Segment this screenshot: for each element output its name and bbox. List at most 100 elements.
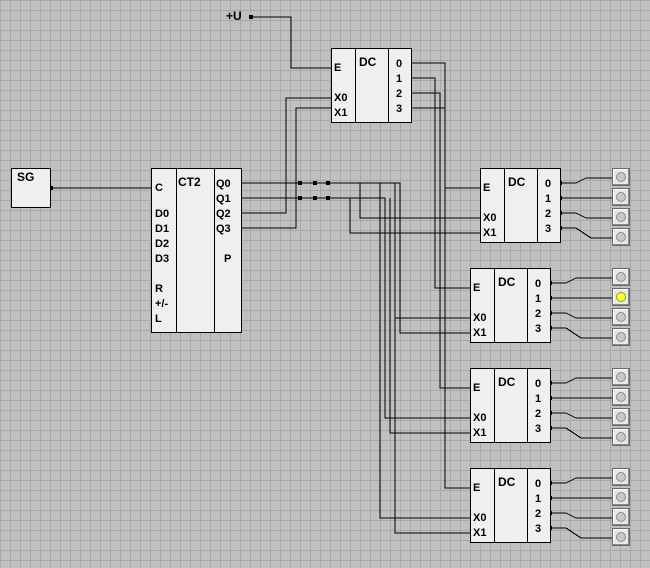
counter-output-label: Q2	[216, 208, 231, 220]
decoder-output-label: 0	[535, 478, 542, 490]
decoder-output-label: 0	[545, 178, 552, 190]
lamp-wire	[561, 212, 612, 219]
indicator-lamp[interactable]	[612, 368, 630, 386]
indicator-lamp[interactable]	[612, 188, 630, 206]
decoder-input-label: X1	[473, 327, 487, 339]
lamp-wire	[551, 477, 612, 484]
enable-wire	[410, 107, 472, 489]
decoder-input-label: X1	[473, 427, 487, 439]
lamp-wire	[561, 177, 612, 184]
lamp-wire	[551, 277, 612, 284]
decoder-input-label: E	[473, 282, 481, 294]
counter-output-label: Q1	[216, 193, 231, 205]
q1-wire	[394, 198, 472, 534]
decoder-output-label: 3	[535, 323, 542, 335]
supply-label: +U	[226, 9, 242, 23]
decoder-output-label: 1	[545, 193, 552, 205]
decoder-output-label: 0	[535, 378, 542, 390]
decoder-4[interactable]: DC E X0 X1 0 1 2 3	[470, 368, 551, 443]
counter-input-label: R	[155, 283, 163, 295]
generator-label: SG	[17, 170, 35, 184]
decoder-input-label: X1	[483, 227, 497, 239]
indicator-lamp[interactable]	[612, 168, 630, 186]
pin-dot	[249, 15, 253, 19]
indicator-lamp[interactable]	[612, 528, 630, 546]
decoder-input-label: X0	[473, 512, 487, 524]
decoder-output-label: 1	[535, 393, 542, 405]
decoder-3[interactable]: DC E X0 X1 0 1 2 3	[470, 268, 551, 343]
counter-input-label: D2	[155, 238, 170, 250]
indicator-lamp[interactable]	[612, 408, 630, 426]
decoder-output-label: 0	[535, 278, 542, 290]
q0-bus	[240, 182, 472, 334]
counter-input-label: +/-	[155, 298, 169, 310]
decoder-input-label: E	[334, 62, 342, 74]
indicator-lamp[interactable]	[612, 308, 630, 326]
pin-dot	[298, 181, 302, 185]
q1-bus	[240, 197, 472, 419]
pin-dot	[313, 196, 317, 200]
decoder-output-label: 2	[535, 508, 542, 520]
decoder-output-label: 1	[396, 73, 403, 85]
counter-input-label: L	[155, 313, 162, 325]
decoder-1[interactable]: DC E X0 X1 0 1 2 3	[331, 48, 412, 123]
decoder-output-label: 2	[535, 308, 542, 320]
decoder-output-label: 3	[545, 223, 552, 235]
decoder-input-label: X0	[483, 212, 497, 224]
decoder-output-label: 3	[535, 523, 542, 535]
decoder-output-label: 3	[396, 103, 403, 115]
decoder-title: DC	[498, 475, 516, 489]
enable-wire	[410, 77, 472, 289]
decoder-input-label: X0	[334, 92, 348, 104]
decoder-input-label: E	[483, 182, 491, 194]
q0-wire	[379, 183, 472, 519]
decoder-input-label: E	[473, 482, 481, 494]
counter-ct2[interactable]: CT2 C D0 D1 D2 D3 R +/- L Q0 Q1 Q2 Q3 P	[151, 168, 242, 333]
indicator-lamp[interactable]	[612, 328, 630, 346]
lamp-wire	[551, 427, 612, 439]
indicator-lamp[interactable]	[612, 428, 630, 446]
decoder-title: DC	[498, 375, 516, 389]
lamp-wire	[551, 327, 612, 339]
indicator-lamp[interactable]	[612, 488, 630, 506]
counter-input-label: D0	[155, 208, 170, 220]
enable-wire	[410, 62, 482, 189]
decoder-input-label: E	[473, 382, 481, 394]
decoder-title: DC	[359, 55, 377, 69]
indicator-lamp[interactable]	[612, 228, 630, 246]
indicator-lamp[interactable]	[612, 288, 630, 306]
decoder-title: DC	[498, 275, 516, 289]
decoder-output-label: 2	[396, 88, 403, 100]
enable-wire	[410, 92, 472, 389]
indicator-lamp[interactable]	[612, 468, 630, 486]
decoder-input-label: X1	[473, 527, 487, 539]
pin-dot	[298, 196, 302, 200]
pin-dot	[313, 181, 317, 185]
lamp-wire	[561, 227, 612, 239]
counter-output-label: Q0	[216, 178, 231, 190]
pin-dot	[326, 181, 330, 185]
decoder-input-label: X0	[473, 412, 487, 424]
signal-generator[interactable]: SG	[11, 168, 51, 208]
q0-wire	[394, 183, 472, 319]
indicator-lamp[interactable]	[612, 268, 630, 286]
indicator-lamp[interactable]	[612, 388, 630, 406]
decoder-output-label: 1	[535, 293, 542, 305]
indicator-lamp[interactable]	[612, 508, 630, 526]
lamp-wire	[551, 412, 612, 419]
counter-output-label: Q3	[216, 223, 231, 235]
pin-dot	[49, 186, 53, 190]
decoder-2[interactable]: DC E X0 X1 0 1 2 3	[480, 168, 561, 243]
indicator-lamp[interactable]	[612, 208, 630, 226]
lamp-wire	[551, 527, 612, 539]
decoder-output-label: 1	[535, 493, 542, 505]
decoder-title: DC	[508, 175, 526, 189]
decoder-input-label: X0	[473, 312, 487, 324]
decoder-output-label: 2	[535, 408, 542, 420]
lamp-wire	[551, 512, 612, 519]
decoder-5[interactable]: DC E X0 X1 0 1 2 3	[470, 468, 551, 543]
q2-wire	[240, 97, 333, 214]
counter-output-label: P	[224, 253, 232, 265]
